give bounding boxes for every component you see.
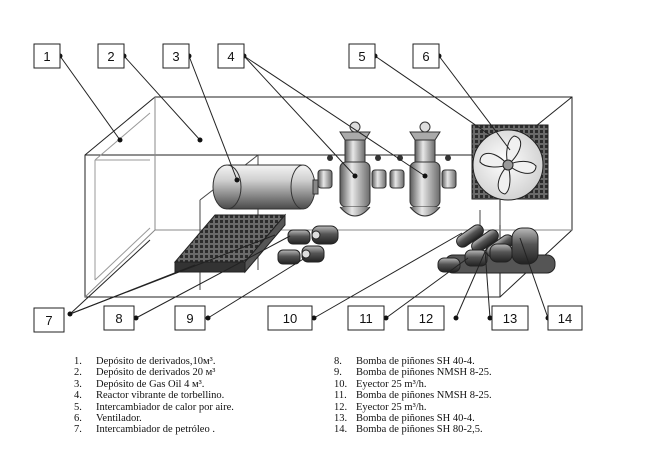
legend-item: 7. Intercambiador de petróleo .: [74, 424, 304, 435]
callout-6-label: 6: [422, 49, 429, 64]
legend-number: 11.: [334, 390, 347, 402]
legend-item: 12. Eyector 25 m³/h.: [334, 402, 574, 413]
legend-number: 8.: [334, 356, 342, 367]
legend-number: 4.: [74, 390, 82, 402]
legend-text: Bomba de piñones NMSH 8-25.: [356, 390, 492, 402]
callout-10-label: 10: [283, 311, 297, 326]
callout-1-label: 1: [43, 49, 50, 64]
callout-11-label: 11: [359, 311, 373, 326]
legend-text: Bomba de piñones SH 80-2,5.: [356, 424, 483, 436]
legend-number: 14.: [334, 424, 348, 436]
leader-dots: [57, 53, 551, 321]
callout-11: 11: [347, 305, 385, 331]
legend-number: 6.: [74, 413, 82, 425]
callout-3-label: 3: [172, 49, 179, 64]
legend-item: 14. Bomba de piñones SH 80-2,5.: [334, 424, 574, 435]
legend-number: 1.: [74, 356, 82, 367]
legend-item: 6. Ventilador.: [74, 413, 304, 424]
legend-item: 11. Bomba de piñones NMSH 8-25.: [334, 390, 574, 401]
legend-number: 9.: [334, 367, 342, 379]
callout-4-label: 4: [227, 49, 234, 64]
callout-3: 3: [162, 43, 190, 69]
callout-14-label: 14: [558, 311, 572, 326]
legend-item: 1. Depósito de derivados,10м³.: [74, 356, 304, 367]
legend-text: Depósito de Gas Oil 4 м³.: [96, 378, 205, 390]
callout-12: 12: [407, 305, 445, 331]
callout-13: 13: [491, 305, 529, 331]
callout-6: 6: [412, 43, 440, 69]
air-heat-exchanger: [471, 124, 549, 201]
legend-item: 3. Depósito de Gas Oil 4 м³.: [74, 379, 304, 390]
callout-7-label: 7: [45, 313, 52, 328]
callout-2: 2: [97, 43, 125, 69]
callout-2-label: 2: [107, 49, 114, 64]
legend-item: 10. Eyector 25 m³/h.: [334, 379, 574, 390]
legend-text: Ventilador.: [96, 413, 142, 425]
legend-item: 9. Bomba de piñones NMSH 8-25.: [334, 367, 574, 378]
legend-number: 2.: [74, 367, 82, 379]
legend-number: 3.: [74, 378, 82, 390]
callout-1: 1: [33, 43, 61, 69]
legend-number: 10.: [334, 378, 348, 390]
callout-13-label: 13: [503, 311, 517, 326]
legend-text: Bomba de piñones NMSH 8-25.: [356, 367, 492, 379]
gear-pumps-small: [277, 225, 339, 265]
legend-text: Depósito de derivados,10м³.: [96, 356, 216, 367]
callout-5: 5: [348, 43, 376, 69]
legend-right-column: 8. Bomba de piñones SH 40-4. 9. Bomba de p…: [334, 356, 574, 436]
legend-text: Bomba de piñones SH 40-4.: [356, 356, 475, 367]
legend-item: 4. Reactor vibrante de torbellino.: [74, 390, 304, 401]
legend-text: Intercambiador de calor por aire.: [96, 401, 234, 413]
legend-text: Bomba de piñones SH 40-4.: [356, 413, 475, 425]
callout-10: 10: [267, 305, 313, 331]
legend-text: Depósito de derivados 20 м³: [96, 367, 216, 379]
callout-4: 4: [217, 43, 245, 69]
ejectors-and-pumps: [437, 210, 556, 274]
callout-9-label: 9: [186, 311, 193, 326]
legend-number: 12.: [334, 401, 348, 413]
callout-5-label: 5: [358, 49, 365, 64]
petroleum-heat-exchanger: [173, 213, 287, 274]
callout-14: 14: [547, 305, 583, 331]
legend-left-column: 1. Depósito de derivados,10м³. 2. Depósito…: [74, 356, 304, 436]
legend-number: 7.: [74, 424, 82, 436]
fan-blades: [479, 135, 537, 195]
legend-text: Reactor vibrante de torbellino.: [96, 390, 225, 402]
callout-9: 9: [174, 305, 206, 331]
legend-text: Intercambiador de petróleo .: [96, 424, 215, 436]
leader-lines: [59, 55, 549, 319]
callout-12-label: 12: [419, 311, 433, 326]
vortex-reactors: [317, 121, 457, 217]
callout-8: 8: [103, 305, 135, 331]
legend-item: 5. Intercambiador de calor por aire.: [74, 402, 304, 413]
gas-oil-tank: [212, 164, 319, 210]
legend-text: Eyector 25 m³/h.: [356, 378, 427, 390]
callout-7: 7: [33, 307, 65, 333]
legend-item: 8. Bomba de piñones SH 40-4.: [334, 356, 574, 367]
callout-8-label: 8: [115, 311, 122, 326]
legend-number: 13.: [334, 413, 348, 425]
legend-item: 13. Bomba de piñones SH 40-4.: [334, 413, 574, 424]
legend-item: 2. Depósito de derivados 20 м³: [74, 367, 304, 378]
legend-text: Eyector 25 m³/h.: [356, 401, 427, 413]
legend-number: 5.: [74, 401, 82, 413]
